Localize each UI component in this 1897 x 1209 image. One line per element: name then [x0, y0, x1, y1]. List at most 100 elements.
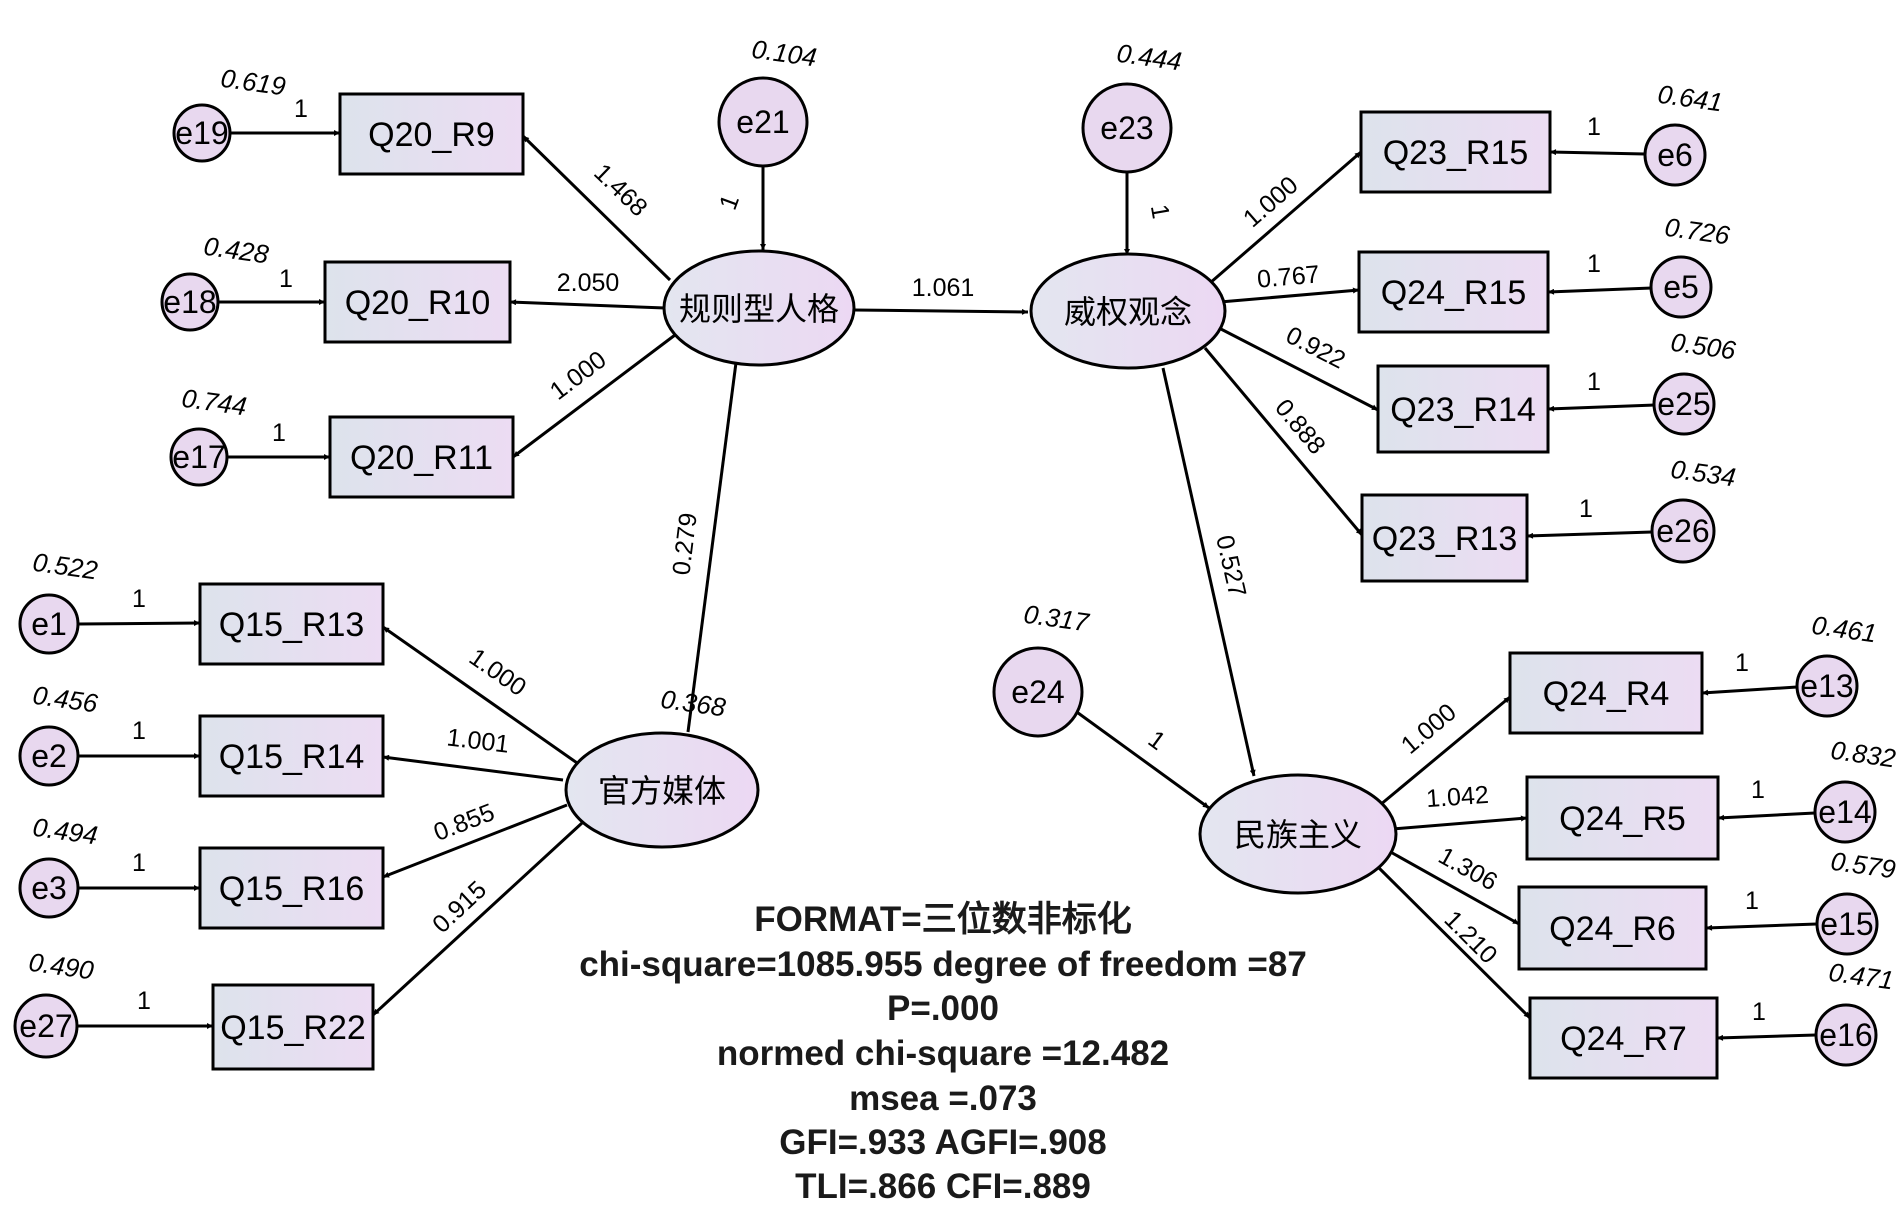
latent-label-official-media: 官方媒体 [598, 773, 726, 809]
variance-e17: 0.744 [180, 383, 249, 422]
error-circle-e14 [1813, 780, 1877, 844]
latent-authority [1029, 252, 1227, 370]
error-circle-e17 [169, 427, 229, 487]
error-circle-e18 [160, 272, 220, 332]
coef-rule-authority: 1.061 [912, 274, 975, 302]
fixed-one-e15: 1 [1745, 887, 1759, 915]
path-media-to-q15-r22 [371, 821, 584, 1017]
error-label-e26: e26 [1656, 513, 1709, 549]
path-e16-to-q24-r7 [1716, 1033, 1817, 1041]
fixed-one-e23: 1 [1145, 202, 1175, 221]
stat-gfi-agfi: GFI=.933 AGFI=.908 [779, 1123, 1106, 1162]
latent-variables: 规则型人格 威权观念 官方媒体 民族主义 [564, 249, 1398, 895]
error-label-e25: e25 [1657, 386, 1710, 422]
coef-media-q15-r22: 0.915 [427, 876, 492, 939]
coef-authority-q24-r15: 0.767 [1256, 260, 1321, 293]
variance-e15: 0.579 [1829, 846, 1897, 885]
indicator-box-q24-r15 [1357, 250, 1550, 334]
error-label-e2: e2 [31, 738, 67, 774]
stat-rmsea: msea =.073 [849, 1079, 1037, 1118]
path-nation-to-q24-r7 [1372, 861, 1532, 1020]
variance-e5: 0.726 [1663, 212, 1732, 251]
error-label-e17: e17 [172, 439, 225, 475]
indicator-label-q24-r6: Q24_R6 [1549, 910, 1676, 948]
latent-label-authority: 威权观念 [1064, 294, 1192, 330]
indicator-box-q15-r14 [198, 714, 385, 798]
error-circle-e26 [1650, 498, 1716, 564]
error-circle-e19 [172, 103, 232, 163]
indicator-label-q15-r13: Q15_R13 [219, 606, 365, 644]
variance-e13: 0.461 [1810, 610, 1879, 649]
path-e24-to-nation [1073, 708, 1210, 810]
path-e5-to-q24-r15 [1547, 286, 1653, 295]
error-circle-e25 [1652, 372, 1716, 436]
latent-rule-personality [662, 249, 856, 367]
stat-format: FORMAT=三位数非标化 [754, 900, 1132, 939]
path-rule-to-q20-r11 [512, 333, 676, 459]
path-authority-to-q23-r14 [1216, 325, 1379, 412]
error-circle-e24 [992, 646, 1084, 738]
path-e6-to-q23-r15 [1549, 149, 1646, 156]
indicator-label-q15-r22: Q15_R22 [220, 1009, 366, 1047]
variance-e27: 0.490 [27, 947, 96, 986]
path-authority-to-q23-r15 [1209, 150, 1362, 285]
path-authority-to-q23-r13 [1203, 347, 1364, 536]
variance-official-media: 0.368 [659, 684, 728, 723]
variance-e2: 0.456 [31, 680, 100, 719]
error-label-e1: e1 [31, 606, 67, 642]
variance-e16: 0.471 [1827, 957, 1896, 996]
variance-e26: 0.534 [1669, 454, 1738, 493]
error-circle-e23 [1081, 82, 1173, 174]
coef-authority-q23-r15: 1.000 [1238, 171, 1304, 233]
indicator-box-q20-r11 [328, 415, 515, 499]
fixed-one-e5: 1 [1587, 250, 1601, 278]
variance-e19: 0.619 [219, 63, 288, 102]
fixed-one-e26: 1 [1579, 495, 1593, 523]
variance-e6: 0.641 [1656, 79, 1725, 118]
indicator-label-q24-r7: Q24_R7 [1560, 1020, 1687, 1058]
indicator-label-q23-r15: Q23_R15 [1383, 134, 1529, 172]
path-nation-to-q24-r6 [1386, 848, 1520, 926]
edges [77, 130, 1818, 1041]
path-media-to-q15-r13 [382, 625, 581, 767]
fixed-one-e18: 1 [279, 265, 293, 293]
indicator-box-q23-r15 [1359, 110, 1552, 194]
fixed-one-e21: 1 [714, 191, 745, 214]
coef-media-q15-r16: 0.855 [430, 798, 498, 847]
indicator-label-q23-r14: Q23_R14 [1390, 391, 1536, 429]
error-label-e15: e15 [1820, 906, 1873, 942]
fixed-one-e19: 1 [294, 95, 308, 123]
error-circle-e2 [18, 725, 80, 787]
error-label-e3: e3 [31, 870, 67, 906]
error-label-e16: e16 [1819, 1017, 1872, 1053]
error-circle-e6 [1643, 123, 1707, 187]
indicator-box-q24-r7 [1528, 996, 1719, 1080]
coef-nation-q24-r6: 1.306 [1434, 842, 1502, 897]
path-media-to-q15-r16 [382, 803, 568, 879]
fixed-one-e27: 1 [137, 987, 151, 1015]
fixed-one-e2: 1 [132, 717, 146, 745]
path-e13-to-q24-r4 [1701, 685, 1798, 696]
path-e1-to-q15-r13 [77, 620, 201, 627]
latent-nationalism [1198, 773, 1398, 895]
indicator-label-q20-r10: Q20_R10 [345, 284, 491, 322]
indicator-box-q23-r13 [1360, 493, 1529, 583]
indicator-label-q20-r9: Q20_R9 [368, 116, 495, 154]
path-rule-to-q20-r9 [521, 134, 672, 282]
error-label-e27: e27 [19, 1008, 72, 1044]
error-label-e21: e21 [736, 104, 789, 140]
path-authority-to-q24-r15 [1219, 287, 1360, 304]
latent-label-rule-personality: 规则型人格 [679, 291, 839, 327]
latent-official-media [564, 731, 760, 849]
fixed-one-e6: 1 [1587, 113, 1601, 141]
coef-rule-q20-r11: 1.000 [545, 346, 612, 406]
indicator-box-q15-r13 [198, 582, 385, 666]
indicator-label-q23-r13: Q23_R13 [1372, 520, 1518, 558]
coef-authority-nation: 0.527 [1210, 533, 1251, 600]
fixed-one-e14: 1 [1751, 776, 1765, 804]
fixed-one-e13: 1 [1735, 649, 1749, 677]
latent-label-nationalism: 民族主义 [1234, 817, 1362, 853]
indicator-label-q20-r11: Q20_R11 [350, 439, 493, 477]
indicator-box-q24-r6 [1517, 885, 1708, 971]
variance-e14: 0.832 [1829, 735, 1897, 774]
